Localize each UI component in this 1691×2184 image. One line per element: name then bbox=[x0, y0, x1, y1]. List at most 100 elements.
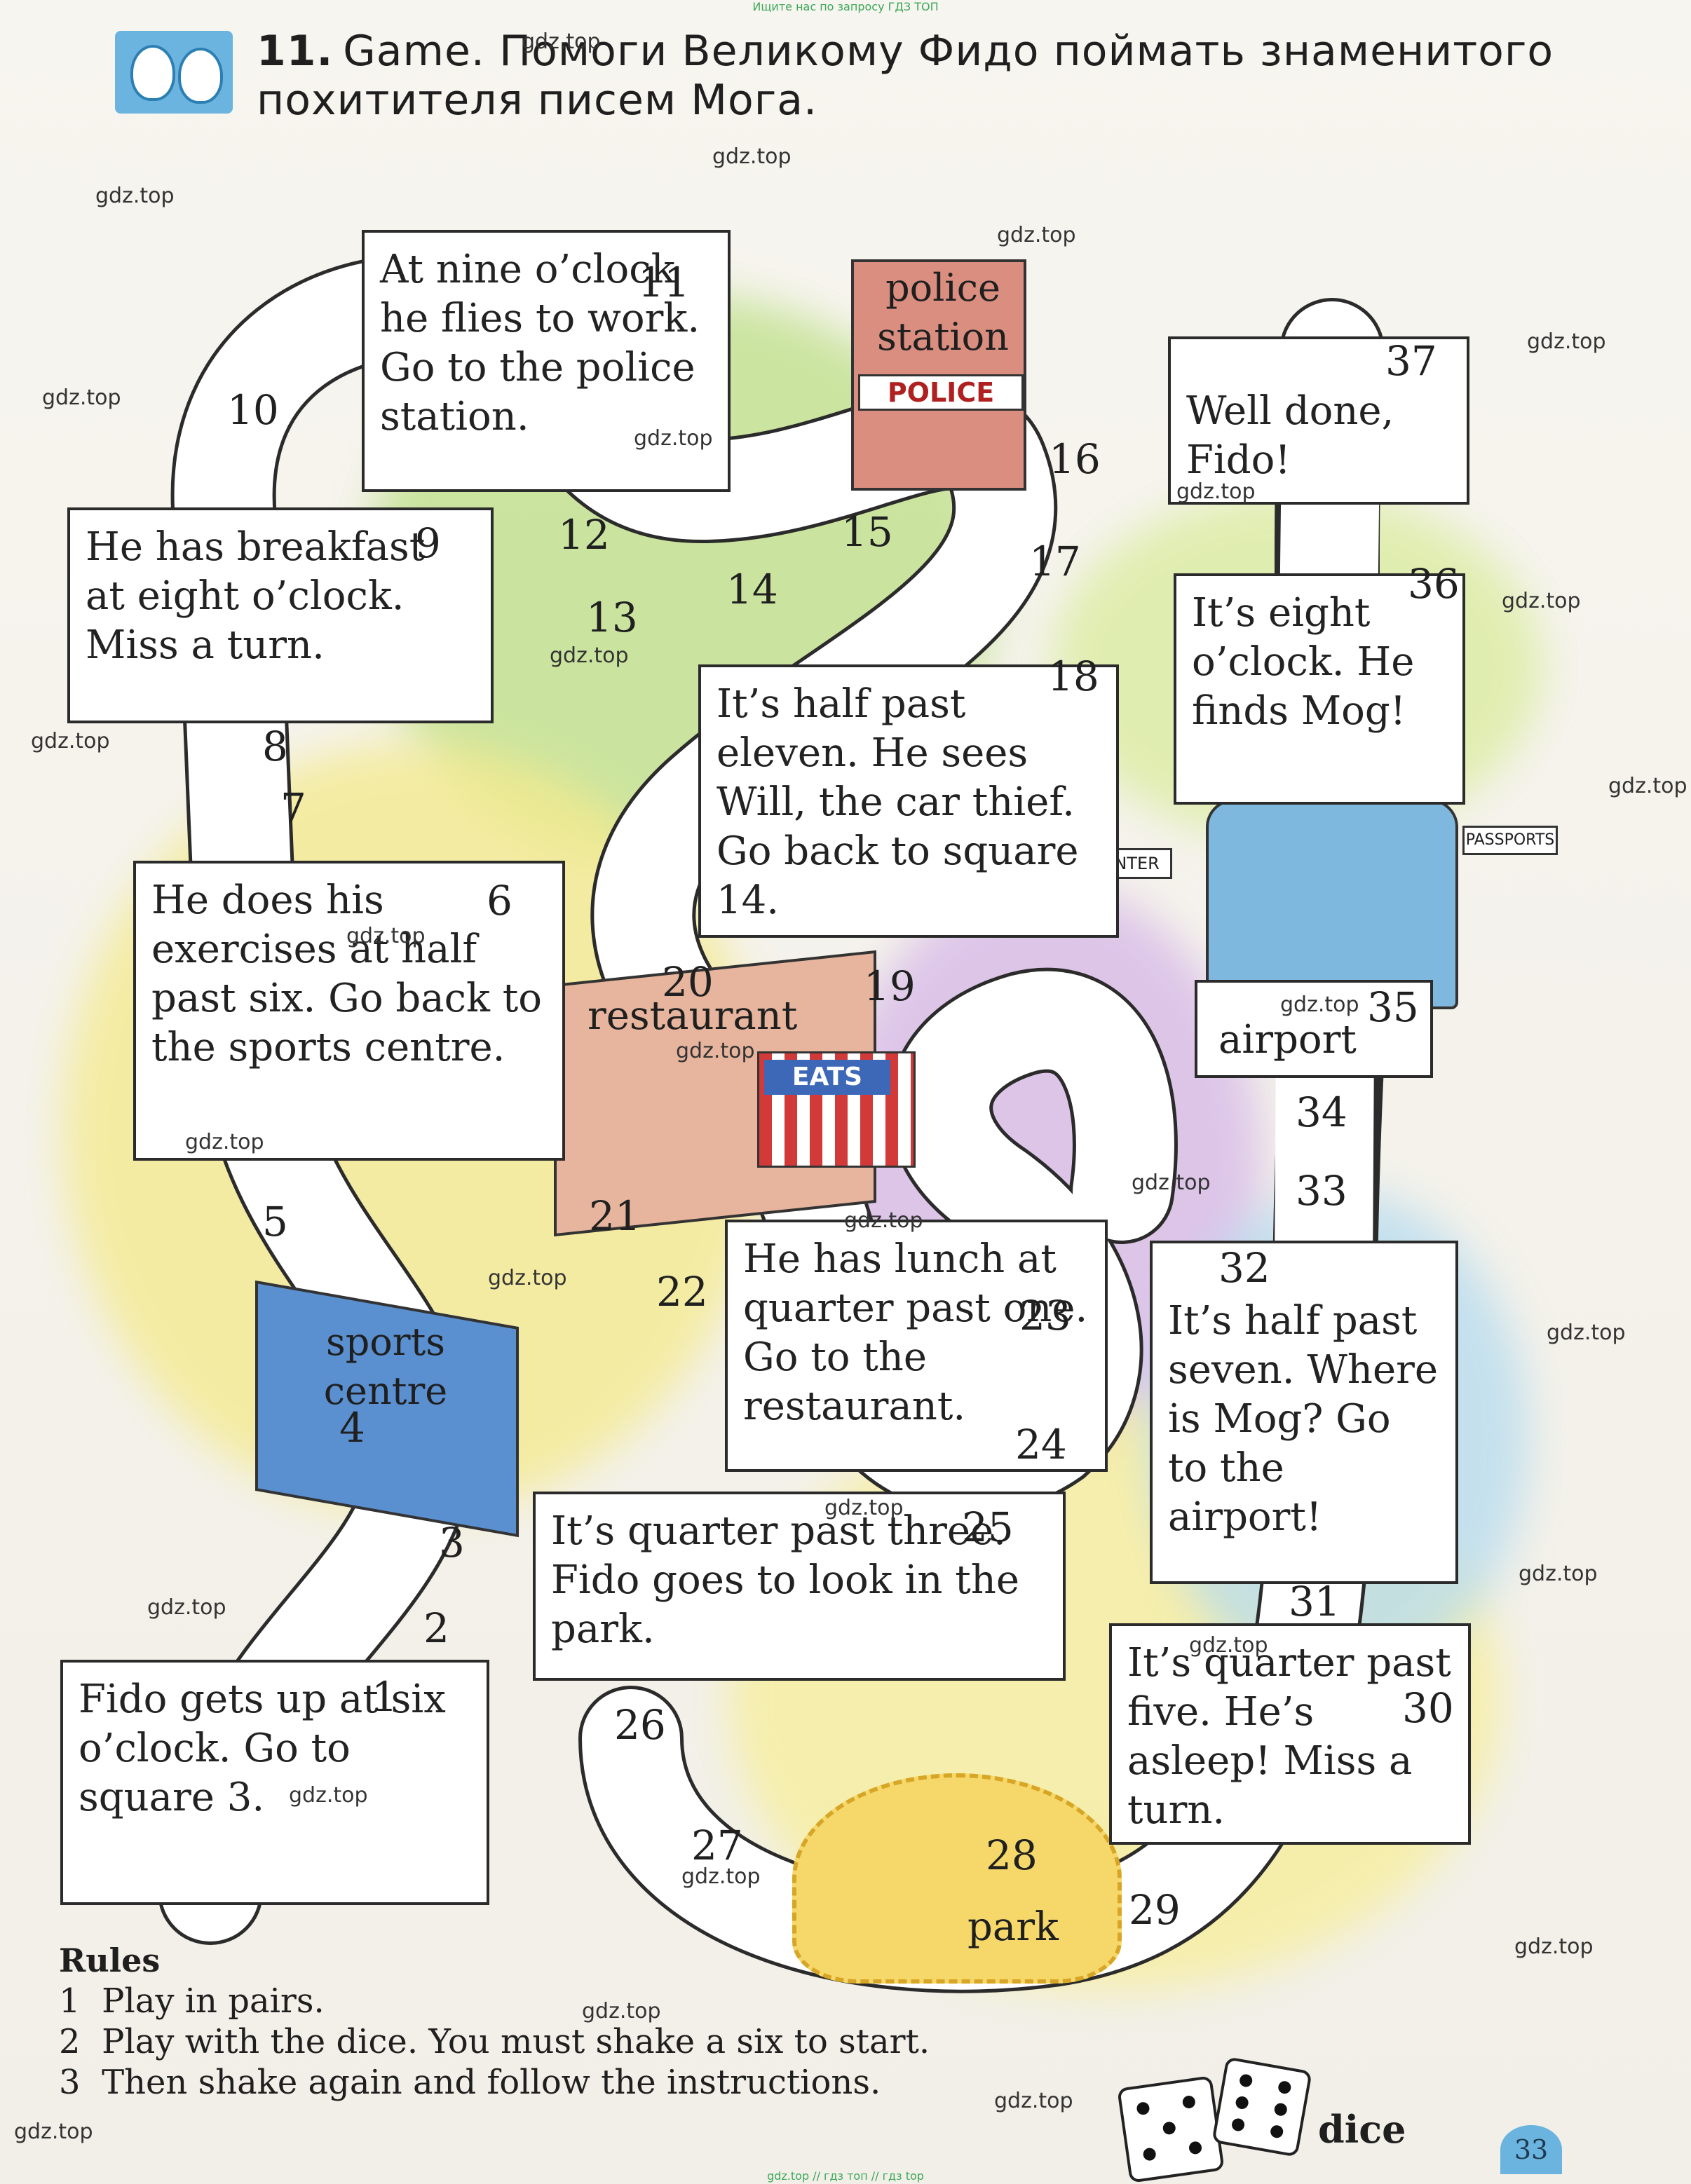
exercise-header: 11.Game. Помоги Великому Фидо поймать зн… bbox=[257, 27, 1687, 125]
rule-item: 3 Then shake again and follow the instru… bbox=[59, 2062, 1111, 2103]
airport-label: airport bbox=[1218, 1017, 1357, 1063]
rule-item: 2 Play with the dice. You must shake a s… bbox=[59, 2021, 1111, 2062]
square-number-4: 4 bbox=[339, 1404, 365, 1452]
watermark: gdz.top bbox=[582, 1999, 661, 2023]
square-number-29: 29 bbox=[1129, 1886, 1181, 1934]
square-number-28: 28 bbox=[986, 1831, 1038, 1879]
square-1-box: Fido gets up at six o’clock. Go to squar… bbox=[60, 1660, 489, 1905]
square-number-16: 16 bbox=[1049, 435, 1101, 483]
watermark: gdz.top bbox=[1514, 1934, 1594, 1959]
rules-title: Rules bbox=[59, 1941, 161, 1979]
airport-building bbox=[1206, 799, 1458, 1009]
rules: Rules 1 Play in pairs. 2 Play with the d… bbox=[59, 1940, 1111, 2103]
square-number-5: 5 bbox=[262, 1198, 288, 1245]
watermark: gdz.top bbox=[488, 1266, 567, 1290]
passports-sign: PASSPORTS bbox=[1462, 826, 1558, 855]
square-number-34: 34 bbox=[1296, 1088, 1347, 1136]
watermark: gdz.top bbox=[997, 223, 1076, 247]
watermark: gdz.top bbox=[1176, 479, 1256, 504]
rule-text: Then shake again and follow the instruct… bbox=[102, 2063, 881, 2102]
square-9-box: He has breakfast at eight o’clock. Miss … bbox=[67, 507, 494, 723]
square-32-box: It’s half past seven. Where is Mog? Go t… bbox=[1150, 1241, 1458, 1584]
square-number-7: 7 bbox=[280, 784, 306, 832]
square-number-1: 1 bbox=[372, 1673, 398, 1721]
square-number-3: 3 bbox=[439, 1519, 465, 1567]
square-number-18: 18 bbox=[1047, 653, 1099, 700]
square-number-10: 10 bbox=[227, 386, 279, 434]
rule-number: 2 bbox=[59, 2022, 81, 2061]
page-number: 33 bbox=[1500, 2125, 1562, 2174]
square-25-box: It’s quarter past three. Fido goes to lo… bbox=[533, 1492, 1066, 1681]
park-label: park bbox=[967, 1904, 1059, 1950]
square-number-26: 26 bbox=[614, 1701, 666, 1749]
square-number-33: 33 bbox=[1296, 1167, 1347, 1215]
square-number-37: 37 bbox=[1385, 337, 1437, 385]
watermark: gdz.top bbox=[522, 29, 601, 54]
restaurant-label: restaurant bbox=[588, 993, 798, 1039]
square-11-box: At nine o’clock he flies to work. Go to … bbox=[362, 230, 731, 492]
die-icon bbox=[1117, 2075, 1225, 2183]
watermark: gdz.top bbox=[31, 729, 110, 753]
police-station-label: police station bbox=[877, 266, 1009, 359]
square-number-22: 22 bbox=[656, 1268, 708, 1316]
police-sign: POLICE bbox=[858, 374, 1024, 411]
square-number-30: 30 bbox=[1402, 1684, 1454, 1732]
square-number-8: 8 bbox=[262, 723, 288, 770]
watermark: gdz.top bbox=[824, 1496, 904, 1520]
square-number-35-overlay: 35 bbox=[1367, 983, 1419, 1031]
watermark: gdz.top bbox=[550, 643, 629, 668]
square-number-2: 2 bbox=[423, 1604, 449, 1652]
police-station-building: POLICE bbox=[851, 259, 1026, 491]
square-30-box: It’s quarter past five. He’s asleep! Mis… bbox=[1109, 1623, 1471, 1845]
watermark: gdz.top bbox=[42, 385, 121, 410]
watermark: gdz.top bbox=[844, 1208, 923, 1233]
square-number-13: 13 bbox=[586, 594, 638, 641]
dice-label: dice bbox=[1318, 2107, 1406, 2152]
square-number-17: 17 bbox=[1029, 538, 1081, 585]
airport-label-box bbox=[1195, 980, 1433, 1078]
watermark: gdz.top bbox=[681, 1864, 761, 1889]
watermark: gdz.top bbox=[676, 1039, 755, 1063]
square-number-23: 23 bbox=[1019, 1292, 1071, 1339]
watermark: gdz.top bbox=[185, 1130, 264, 1154]
watermark: gdz.top bbox=[289, 1783, 368, 1808]
watermark: gdz.top bbox=[346, 924, 426, 948]
square-number-31: 31 bbox=[1289, 1578, 1340, 1625]
watermark: gdz.top bbox=[1132, 1171, 1211, 1195]
bottom-banner: gdz.top // гдз топ // гдз top bbox=[767, 2169, 924, 2183]
rule-number: 1 bbox=[59, 1981, 81, 2021]
square-number-9: 9 bbox=[415, 519, 441, 567]
square-number-24: 24 bbox=[1015, 1421, 1067, 1468]
eats-sign: EATS bbox=[764, 1060, 890, 1095]
watermark: gdz.top bbox=[1280, 992, 1359, 1017]
square-number-32: 32 bbox=[1218, 1244, 1270, 1292]
square-number-20: 20 bbox=[662, 958, 714, 1006]
park-area bbox=[792, 1773, 1122, 1984]
die-icon bbox=[1211, 2056, 1312, 2157]
watermark: gdz.top bbox=[634, 426, 713, 451]
rule-text: Play in pairs. bbox=[102, 1981, 325, 2021]
square-number-6: 6 bbox=[487, 877, 512, 924]
watermark: gdz.top bbox=[1502, 589, 1581, 613]
exercise-title: Game. Помоги Великому Фидо поймать знаме… bbox=[257, 27, 1554, 125]
watermark: gdz.top bbox=[712, 144, 792, 169]
square-6-box: He does his exercises at half past six. … bbox=[133, 861, 565, 1161]
watermark: gdz.top bbox=[1519, 1562, 1598, 1586]
square-23-box: He has lunch at quarter past one. Go to … bbox=[725, 1220, 1108, 1472]
square-number-15: 15 bbox=[841, 508, 893, 556]
sports-centre-label: sports centre bbox=[323, 1320, 448, 1413]
rule-number: 3 bbox=[59, 2063, 81, 2102]
square-number-27: 27 bbox=[691, 1822, 743, 1869]
square-number-12: 12 bbox=[558, 511, 610, 559]
square-36-box: It’s eight o’clock. He finds Mog! bbox=[1174, 573, 1465, 805]
watermark: gdz.top bbox=[994, 2089, 1073, 2113]
watermark: gdz.top bbox=[95, 184, 175, 208]
square-number-21: 21 bbox=[589, 1192, 641, 1240]
square-number-14: 14 bbox=[726, 566, 778, 613]
square-18-box: It’s half past eleven. He sees Will, the… bbox=[698, 664, 1119, 938]
square-37-box: Well done, Fido! bbox=[1168, 336, 1469, 505]
watermark: gdz.top bbox=[1189, 1633, 1268, 1658]
top-banner: Ищите нас по запросу ГДЗ ТОП bbox=[752, 0, 939, 13]
rule-text: Play with the dice. You must shake a six… bbox=[102, 2022, 930, 2061]
